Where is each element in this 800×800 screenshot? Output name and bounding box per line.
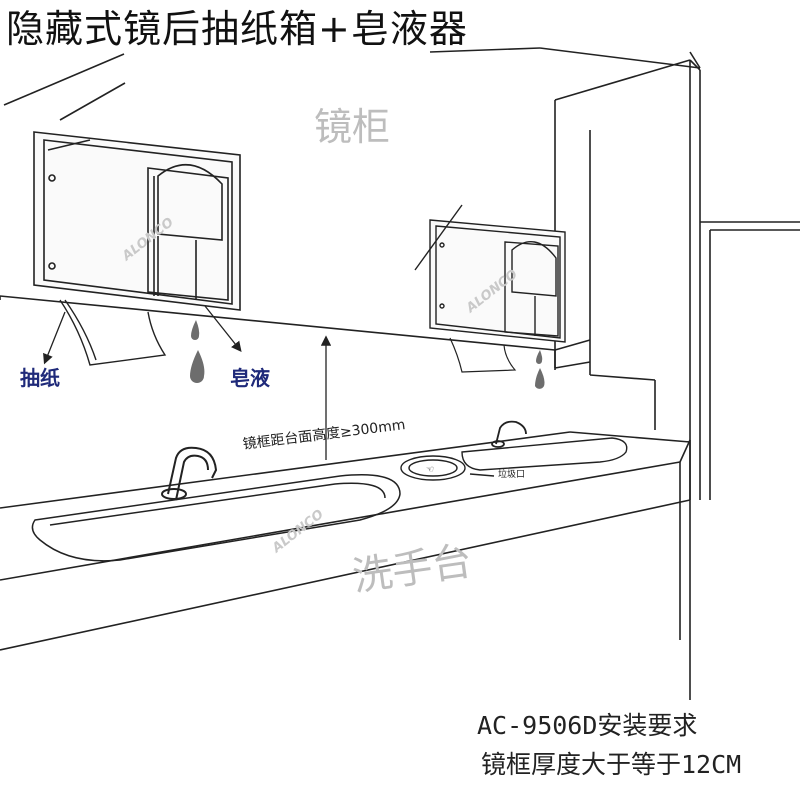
trash-opening-label: 垃圾口 [498,470,526,480]
sink-left [31,474,401,562]
faucet-left [161,446,218,501]
mirror-left [33,131,241,311]
requirement-line-2: 镜框厚度大于等于12CM [481,750,742,779]
paper-towel-right [449,337,517,373]
soap-label: 皂液 [230,366,270,390]
sink-right [461,437,628,471]
paper-towel-left [59,299,167,366]
mirror-cabinet-label: 镜柜 [314,105,391,149]
faucet-right [491,420,527,448]
wash-counter [0,431,691,651]
paper-label: 抽纸 [20,366,60,390]
soap-drops-left [190,320,205,383]
svg-text:☜: ☜ [426,465,434,475]
soap-drops-right [535,350,545,389]
pointer-arrows [43,305,242,365]
trash-opening: ☜ [400,455,495,481]
requirement-line-1: AC-9506D安装要求 [477,711,698,740]
page-title: 隐藏式镜后抽纸箱+皂液器 [6,7,468,51]
mirror-right [414,204,566,343]
